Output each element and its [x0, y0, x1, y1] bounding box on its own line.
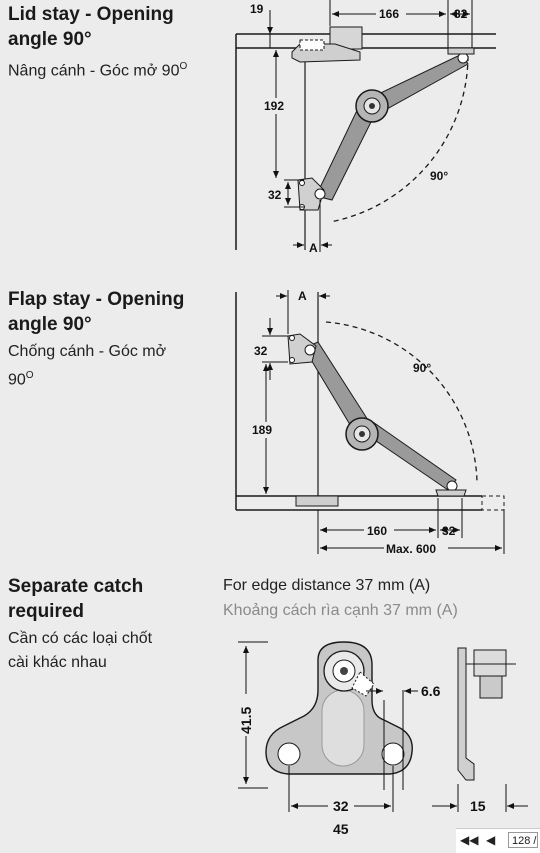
separate-catch-subtitle-line2: cài khác nhau [8, 654, 107, 671]
lid-dim-19: 19 [250, 2, 264, 16]
flap-stay-title-line2: angle 90° [8, 314, 92, 335]
lid-angle-label: 90° [430, 169, 448, 183]
degree-superscript: O [25, 370, 34, 381]
catch-dim-6-6: 6.6 [421, 683, 441, 699]
flap-stay-subtitle-line1: Chống cánh - Góc mở [8, 343, 167, 360]
first-page-icon[interactable]: ◀◀ [460, 833, 479, 847]
flap-stay-title-line1: Flap stay - Opening [8, 289, 185, 310]
lid-opening-arc [329, 55, 469, 223]
lid-dim-32-base: 32 [268, 188, 282, 202]
page-navigator: ◀◀ ◀ 128 / [456, 828, 540, 853]
lid-stay-title-line1: Lid stay - Opening [8, 4, 174, 25]
flap-dim-max-600: Max. 600 [386, 542, 436, 556]
flap-stay-title: Flap stay - Opening angle 90° [8, 287, 184, 337]
lid-dim-192: 192 [264, 99, 284, 113]
flap-dim-32-bottom: 32 [442, 524, 456, 538]
separate-catch-subtitle-line1: Cần có các loại chốt [8, 630, 153, 647]
edge-distance-note-en: For edge distance 37 mm (A) [223, 577, 431, 594]
catch-dim-45: 45 [333, 821, 349, 837]
catch-dim-32: 32 [333, 798, 349, 814]
catch-diagram: 41.5 6.6 32 45 15 [236, 641, 528, 837]
lid-stay-subtitle: Nâng cánh - Góc mở 90O [8, 55, 187, 83]
lid-dim-32-top: 32 [454, 7, 468, 21]
edge-distance-note-vi: Khoảng cách rìa cạnh 37 mm (A) [223, 602, 458, 619]
flap-dim-189: 189 [252, 423, 272, 437]
flap-angle-label: 90° [413, 361, 431, 375]
separate-catch-subtitle: Cần có các loại chốt cài khác nhau [8, 627, 152, 675]
lid-dim-166: 166 [379, 7, 399, 21]
separate-catch-title-line1: Separate catch [8, 576, 144, 597]
flap-stay-subtitle-line2: 90 [8, 371, 26, 389]
flap-dim-160: 160 [367, 524, 387, 538]
catch-dim-15: 15 [470, 798, 486, 814]
lid-label-a: A [309, 241, 318, 255]
lid-stay-diagram: 90° 19 166 32 192 32 [235, 0, 496, 255]
separate-catch-title: Separate catch required [8, 574, 143, 624]
flap-stay-subtitle: Chống cánh - Góc mở 90O [8, 340, 166, 392]
flap-label-a: A [298, 289, 307, 303]
flap-dim-32-top: 32 [254, 344, 268, 358]
lid-stay-title: Lid stay - Opening angle 90° [8, 2, 174, 52]
page-number-field[interactable]: 128 / [508, 832, 538, 848]
flap-opening-arc [325, 321, 478, 483]
lid-stay-subtitle-text: Nâng cánh - Góc mở 90 [8, 62, 180, 80]
flap-stay-diagram: 90° A 32 189 160 32 [235, 289, 505, 556]
prev-page-icon[interactable]: ◀ [486, 833, 496, 847]
lid-stay-title-line2: angle 90° [8, 29, 92, 50]
separate-catch-title-line2: required [8, 601, 85, 622]
catch-dim-41-5: 41.5 [238, 707, 254, 734]
degree-superscript: O [179, 61, 188, 72]
